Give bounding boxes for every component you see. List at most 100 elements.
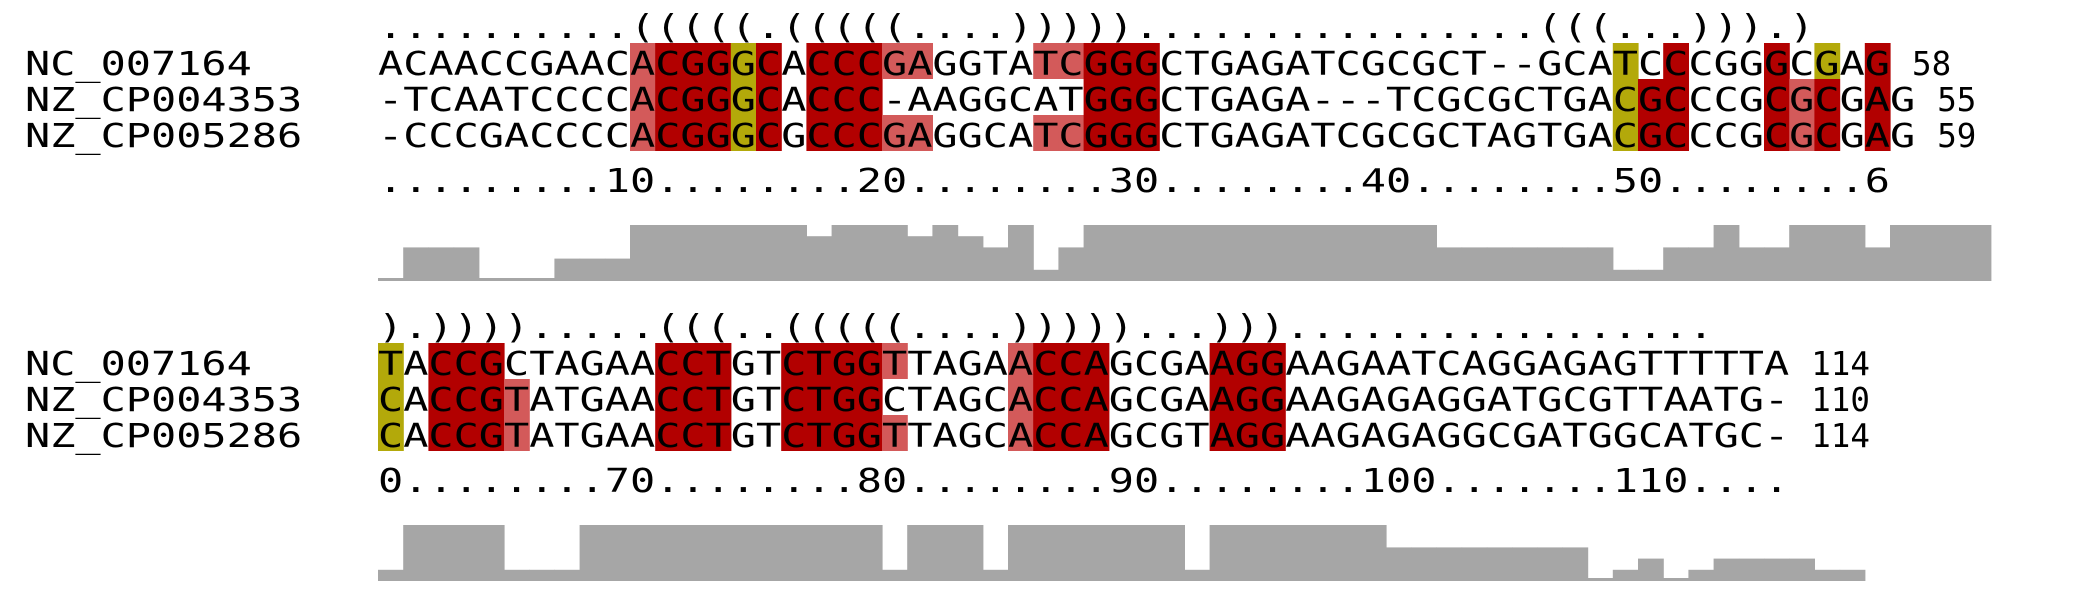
conservation-bar (1764, 247, 1790, 281)
conservation-bar (1058, 247, 1085, 281)
conservation-bar (403, 247, 429, 281)
residue-highlight (1008, 343, 1034, 379)
conservation-bar (1789, 225, 1815, 281)
residue-highlight (1058, 115, 1085, 151)
residue-highlight (1008, 379, 1034, 415)
conservation-bar (604, 525, 631, 581)
residue-highlight (1789, 115, 1815, 151)
conservation-bar (529, 278, 555, 281)
sequence-name: NC_007164 (25, 45, 252, 83)
conservation-bar (856, 225, 883, 281)
residue-highlight (1083, 415, 1110, 451)
conservation-bar (1108, 225, 1135, 281)
residue-highlight (1033, 343, 1059, 379)
conservation-bar (882, 569, 908, 581)
conservation-bar (1285, 225, 1311, 281)
residue-highlight (705, 43, 732, 79)
sequence-name: NC_007164 (25, 345, 252, 383)
conservation-bar (1134, 525, 1160, 581)
conservation-bar (1789, 558, 1815, 581)
residue-highlight (730, 115, 757, 151)
residue-highlight (756, 43, 782, 79)
conservation-bar (1234, 525, 1261, 581)
residue-highlight (882, 43, 908, 79)
conservation-bar (1915, 225, 1941, 281)
residue-highlight (806, 79, 833, 115)
residue-highlight (1108, 115, 1135, 151)
conservation-bar (1486, 247, 1513, 281)
sequence-name: NZ_CP004353 (25, 381, 302, 419)
conservation-bar (1285, 525, 1311, 581)
conservation-bar (680, 525, 707, 581)
conservation-bar (504, 278, 530, 281)
conservation-bar (1335, 525, 1362, 581)
conservation-bar (1512, 247, 1538, 281)
residue-highlight (453, 379, 480, 415)
residue-highlight (378, 379, 404, 415)
residue-highlight (1234, 343, 1261, 379)
residue-highlight (831, 343, 858, 379)
conservation-bar (907, 525, 933, 581)
residue-highlight (680, 79, 707, 115)
sequence-end-position: 58 (1912, 45, 1951, 83)
residue-highlight (1764, 43, 1790, 79)
conservation-bar (1209, 525, 1236, 581)
conservation-bar (932, 225, 959, 281)
residue-highlight (1058, 43, 1085, 79)
residue-highlight (1058, 415, 1085, 451)
conservation-bar (529, 569, 555, 581)
conservation-bar (957, 236, 984, 281)
residue-highlight (428, 415, 455, 451)
conservation-bar (1159, 225, 1185, 281)
residue-highlight (1638, 115, 1664, 151)
conservation-bar (1260, 225, 1286, 281)
conservation-bar (1612, 569, 1639, 581)
conservation-bar (428, 247, 455, 281)
conservation-bar (1461, 547, 1488, 581)
conservation-bar (781, 225, 807, 281)
residue-highlight (1083, 343, 1110, 379)
conservation-bar (1587, 247, 1614, 281)
residue-highlight (1260, 415, 1286, 451)
residue-highlight (781, 343, 807, 379)
conservation-bar (1537, 247, 1563, 281)
residue-highlight (1083, 379, 1110, 415)
residue-highlight (1058, 343, 1085, 379)
residue-highlight (856, 415, 883, 451)
residue-highlight (831, 79, 858, 115)
residue-highlight (453, 343, 480, 379)
residue-highlight (756, 79, 782, 115)
conservation-bar (1612, 269, 1639, 281)
residue-highlight (1134, 79, 1160, 115)
residue-highlight (1033, 415, 1059, 451)
residue-highlight (1612, 115, 1639, 151)
residue-highlight (1209, 343, 1236, 379)
residue-highlight (428, 343, 455, 379)
conservation-bar (655, 225, 681, 281)
residue-highlight (882, 343, 908, 379)
alignment-block-1: ..........(((((.(((((....)))))..........… (25, 8, 1992, 281)
conservation-bar (579, 525, 606, 581)
conservation-bar (1562, 247, 1589, 281)
sequence-end-position: 114 (1811, 345, 1870, 383)
conservation-bar (1310, 525, 1337, 581)
conservation-bar (1663, 247, 1689, 281)
conservation-bar (1738, 558, 1765, 581)
residue-highlight (856, 379, 883, 415)
conservation-bar (982, 569, 1009, 581)
conservation-bar (378, 278, 404, 281)
residue-highlight (856, 43, 883, 79)
conservation-bar (1108, 525, 1135, 581)
residue-highlight (1134, 43, 1160, 79)
residue-highlight (378, 415, 404, 451)
residue-highlight (504, 415, 530, 451)
conservation-bar (856, 525, 883, 581)
conservation-bar (1386, 225, 1412, 281)
residue-highlight (680, 43, 707, 79)
conservation-bar (1839, 225, 1866, 281)
residue-highlight (680, 343, 707, 379)
residue-highlight (781, 415, 807, 451)
residue-highlight (1260, 379, 1286, 415)
sequence-name: NZ_CP005286 (25, 117, 302, 155)
